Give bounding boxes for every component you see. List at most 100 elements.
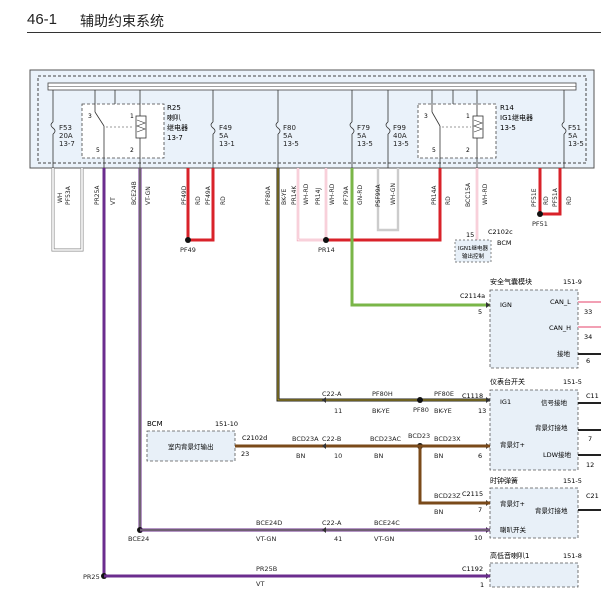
relay-r25-pin-2: 2 — [130, 147, 134, 154]
panel-pin-13: 13 — [478, 407, 486, 415]
top-wire-labels: PF53A WH PR25A VT BCE24B VT-GN PF49D RD … — [57, 181, 573, 207]
module-panel-switch: 仪表台开关 151-5 C1118 13 6 IG1 信号接地 背景灯接地 背景… — [462, 377, 601, 471]
panel-bl-plus: 背景灯+ — [500, 440, 525, 449]
bcm-mid-pin: 23 — [241, 450, 249, 458]
label-bn-3: BN — [434, 452, 443, 460]
label-bce24c: BCE24C — [374, 519, 400, 527]
clock-ref: 151-5 — [563, 477, 582, 485]
wire-color-pf49d: RD — [195, 196, 202, 205]
fuse-f99-name: F99 — [393, 124, 406, 132]
bcm-top-label1: IGN1继电器 — [458, 244, 488, 252]
wire-color-bcc15a: WH-RD — [482, 183, 489, 205]
wire-label-vt: VT — [110, 197, 117, 205]
wire-color-bce24b: VT-GN — [145, 186, 152, 205]
airbag-gnd: 接地 — [557, 349, 571, 358]
wire-label-pr14a: PR14A — [431, 185, 438, 205]
label-c22b: C22-B — [322, 435, 341, 443]
splice-pr25-label: PR25 — [83, 573, 100, 581]
relay-r14-name: R14 — [500, 104, 514, 112]
horn-name: 高低音喇叭1 — [490, 551, 529, 560]
clock-right-connector: C21 — [586, 492, 599, 500]
bcm-top-label2: 输出控制 — [462, 252, 485, 260]
panel-ig1: IG1 — [500, 398, 511, 406]
panel-pin-12: 12 — [586, 461, 594, 469]
fuse-f79-rating: 5A — [357, 132, 366, 140]
label-pf80h: PF80H — [372, 390, 393, 398]
splice-pf80 — [417, 397, 423, 403]
label-bcd23ac: BCD23AC — [370, 435, 401, 443]
wire-pf51 — [538, 168, 562, 216]
panel-pin-6: 6 — [478, 452, 482, 460]
relay-r25-name: R25 — [167, 104, 181, 112]
relay-r25-ref: 13-7 — [167, 134, 183, 142]
bcm-top-pin: 15 — [466, 231, 474, 239]
label-pin41: 41 — [334, 535, 342, 543]
airbag-pin-6: 6 — [586, 357, 590, 365]
label-pr25b: PR25B — [256, 565, 277, 573]
fuse-f53-rating: 20A — [59, 132, 73, 140]
fuse-f53-name: F53 — [59, 124, 72, 132]
bcm-mid-module: BCM — [147, 420, 163, 428]
wire-color-pf51a: RD — [566, 196, 573, 205]
panel-pin-7: 7 — [588, 435, 592, 443]
wire-pf79a — [350, 168, 490, 307]
airbag-ign: IGN — [500, 301, 512, 309]
panel-sig-gnd: 信号接地 — [541, 398, 568, 407]
label-pin11: 11 — [334, 407, 342, 415]
relay-r25-pin-3: 3 — [88, 113, 92, 120]
wire-color-pf53a: WH — [57, 193, 64, 203]
label-vt-bottom: VT — [256, 580, 264, 588]
splice-pf49-label: PF49 — [180, 246, 196, 254]
label-pf80e: PF80E — [434, 390, 454, 398]
label-vt-gn-2: VT-GN — [374, 535, 394, 543]
wire-color-pr14k: WH-RD — [303, 183, 310, 205]
splice-pr14-label: PR14 — [318, 246, 335, 254]
label-bcd23: BCD23 — [408, 432, 430, 440]
fuse-f80-name: F80 — [283, 124, 296, 132]
bcm-top-connector: C2102c — [488, 228, 513, 236]
fuse-f49-rating: 5A — [219, 132, 228, 140]
clock-pin-7: 7 — [478, 506, 482, 514]
page-header: 46-1 辅助约束系统 — [0, 0, 601, 40]
fuse-f49-name: F49 — [219, 124, 232, 132]
panel-ldw-gnd: LDW接地 — [543, 450, 572, 459]
label-vt-gn-1: VT-GN — [256, 535, 276, 543]
airbag-can-h: CAN_H — [549, 324, 571, 332]
horn-connector: C1192 — [462, 565, 483, 573]
wire-label-bcc15a: BCC15A — [465, 182, 472, 207]
panel-ref: 151-5 — [563, 378, 582, 386]
clock-name: 时钟弹簧 — [490, 476, 518, 485]
wire-label-pf53a: PF53A — [65, 185, 72, 205]
splice-pf49 — [185, 237, 191, 243]
module-clock-spring: 时钟弹簧 151-5 C2115 7 10 背景灯+ 背景灯接地 喇叭开关 C2… — [462, 476, 601, 542]
clock-bl-plus: 背景灯+ — [500, 499, 525, 508]
relay-r14-ref: 13-5 — [500, 124, 516, 132]
wire-label-pr25a: PR25A — [94, 185, 101, 205]
clock-connector: C2115 — [462, 490, 483, 498]
fuse-f80-rating: 5A — [283, 132, 292, 140]
label-bcd23x: BCD23X — [434, 435, 461, 443]
wire-color-pr14a: RD — [445, 196, 452, 205]
relay-r25-desc1: 喇叭 — [167, 113, 181, 122]
airbag-connector: C2114a — [460, 292, 485, 300]
wire-label-psf99a: PSF99A — [375, 183, 382, 207]
fuse-f99-ref: 13-5 — [393, 140, 409, 148]
relay-r25-desc2: 继电器 — [167, 123, 188, 132]
wire-label-pf79a: PF79A — [343, 185, 350, 205]
panel-right-connector: C11 — [586, 392, 599, 400]
horn-pin-1: 1 — [480, 581, 484, 589]
clock-pin-10: 10 — [474, 534, 482, 542]
horn-ref: 151-8 — [563, 552, 582, 560]
wire-pf49 — [186, 168, 215, 242]
label-pin10-mid: 10 — [334, 452, 342, 460]
splice-bce24-label: BCE24 — [128, 535, 149, 543]
splice-pf51-label: PF51 — [532, 220, 548, 228]
relay-r14-pin-1: 1 — [466, 113, 470, 120]
wire-label-pf51a: PF51A — [552, 187, 559, 207]
clock-horn-sw: 喇叭开关 — [500, 525, 527, 534]
wire-label-pf49a: PF49A — [205, 185, 212, 205]
wire-label-pf51e: PF51E — [531, 188, 538, 207]
wire-label-pr14j: PR14J — [315, 188, 322, 205]
fuse-f51-name: F51 — [568, 124, 581, 132]
